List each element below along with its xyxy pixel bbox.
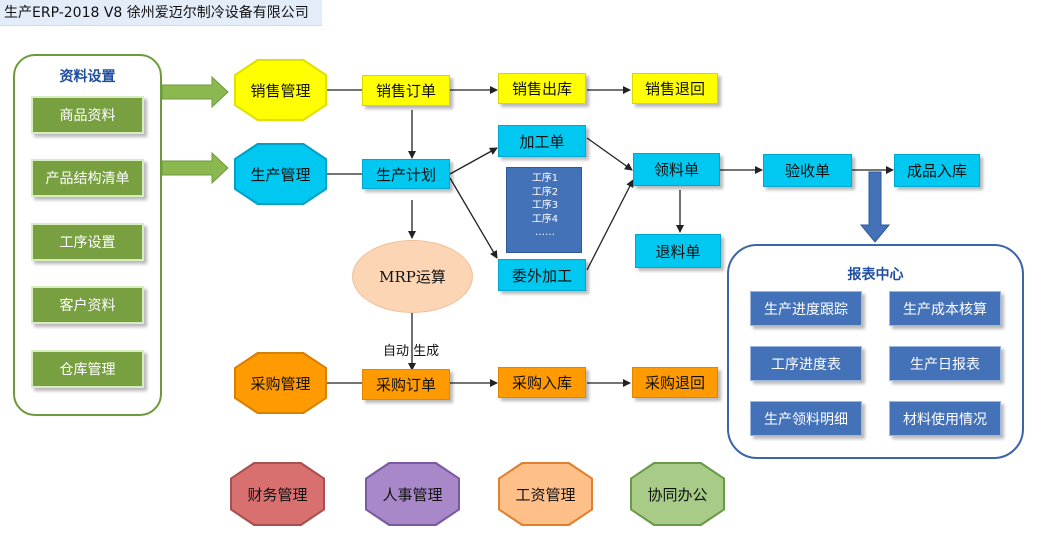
module-hr[interactable]: 人事管理 — [365, 462, 460, 526]
module-finance[interactable]: 财务管理 — [230, 462, 325, 526]
item-product-info[interactable]: 商品资料 — [31, 96, 144, 134]
module-office-label: 协同办公 — [632, 464, 723, 524]
node-mrp[interactable]: MRP运算 — [352, 240, 473, 313]
module-salary-label: 工资管理 — [500, 464, 591, 524]
module-finance-label: 财务管理 — [232, 464, 323, 524]
node-material-return[interactable]: 退料单 — [635, 234, 721, 268]
node-sales-out[interactable]: 销售出库 — [498, 73, 586, 104]
connector-layer — [161, 75, 894, 387]
node-production-plan[interactable]: 生产计划 — [362, 159, 450, 189]
module-office[interactable]: 协同办公 — [630, 462, 725, 526]
blue-arrow-report — [859, 171, 891, 243]
arrow-outsource-to-material — [586, 179, 634, 271]
arrow-plan-to-process — [449, 147, 498, 175]
module-sales-label: 销售管理 — [236, 61, 325, 119]
report-center-panel: 报表中心 生产进度跟踪 生产成本核算 工序进度表 生产日报表 生产领料明细 材料… — [727, 244, 1024, 459]
process-steps-list: 工序1 工序2 工序3 工序4 …… — [507, 172, 583, 240]
report-cost-accounting[interactable]: 生产成本核算 — [889, 291, 1001, 326]
module-purchase[interactable]: 采购管理 — [234, 352, 327, 414]
module-purchase-label: 采购管理 — [236, 354, 325, 412]
report-material-usage[interactable]: 材料使用情况 — [889, 401, 1001, 436]
green-arrow-production — [161, 151, 229, 185]
item-bom[interactable]: 产品结构清单 — [31, 159, 144, 197]
report-process-progress[interactable]: 工序进度表 — [750, 346, 862, 381]
process-step: 工序2 — [531, 186, 559, 198]
node-inspection[interactable]: 验收单 — [763, 154, 852, 187]
process-step: 工序1 — [531, 173, 559, 184]
label-auto-generate: 自动 生成 — [383, 344, 440, 359]
arrow-process-to-material — [586, 137, 633, 171]
module-hr-label: 人事管理 — [367, 464, 458, 524]
module-production[interactable]: 生产管理 — [234, 143, 327, 205]
process-step: 工序3 — [531, 200, 559, 211]
node-purchase-return[interactable]: 采购退回 — [632, 367, 718, 398]
data-settings-panel: 资料设置 商品资料 产品结构清单 工序设置 客户资料 仓库管理 — [13, 54, 162, 416]
module-salary[interactable]: 工资管理 — [498, 462, 593, 526]
node-sales-return[interactable]: 销售退回 — [632, 73, 718, 104]
item-warehouse[interactable]: 仓库管理 — [31, 350, 144, 388]
node-finished-storage[interactable]: 成品入库 — [894, 154, 980, 187]
process-steps-box: 工序1 工序2 工序3 工序4 …… — [506, 167, 582, 253]
item-process-settings[interactable]: 工序设置 — [31, 223, 144, 261]
arrow-plan-to-outsource — [449, 177, 498, 259]
green-arrow-sales — [161, 75, 229, 109]
report-daily[interactable]: 生产日报表 — [889, 346, 1001, 381]
node-process-order[interactable]: 加工单 — [498, 125, 586, 157]
report-progress-tracking[interactable]: 生产进度跟踪 — [750, 291, 862, 326]
report-center-title: 报表中心 — [847, 267, 904, 283]
node-purchase-order[interactable]: 采购订单 — [362, 369, 450, 400]
node-material-requisition[interactable]: 领料单 — [633, 153, 720, 186]
node-outsource[interactable]: 委外加工 — [498, 259, 586, 291]
erp-flow-diagram: 资料设置 商品资料 产品结构清单 工序设置 客户资料 仓库管理 销售管理 生产管… — [0, 30, 1049, 537]
node-purchase-in[interactable]: 采购入库 — [498, 367, 586, 398]
process-step: …… — [535, 227, 555, 238]
window-title: 生产ERP-2018 V8 徐州爱迈尔制冷设备有限公司 — [0, 0, 322, 26]
node-sales-order[interactable]: 销售订单 — [362, 75, 450, 106]
report-material-detail[interactable]: 生产领料明细 — [750, 401, 862, 436]
module-production-label: 生产管理 — [236, 145, 325, 203]
process-step: 工序4 — [531, 213, 559, 225]
item-customer-info[interactable]: 客户资料 — [31, 286, 144, 324]
module-sales[interactable]: 销售管理 — [234, 59, 327, 121]
data-settings-title: 资料设置 — [59, 69, 116, 85]
